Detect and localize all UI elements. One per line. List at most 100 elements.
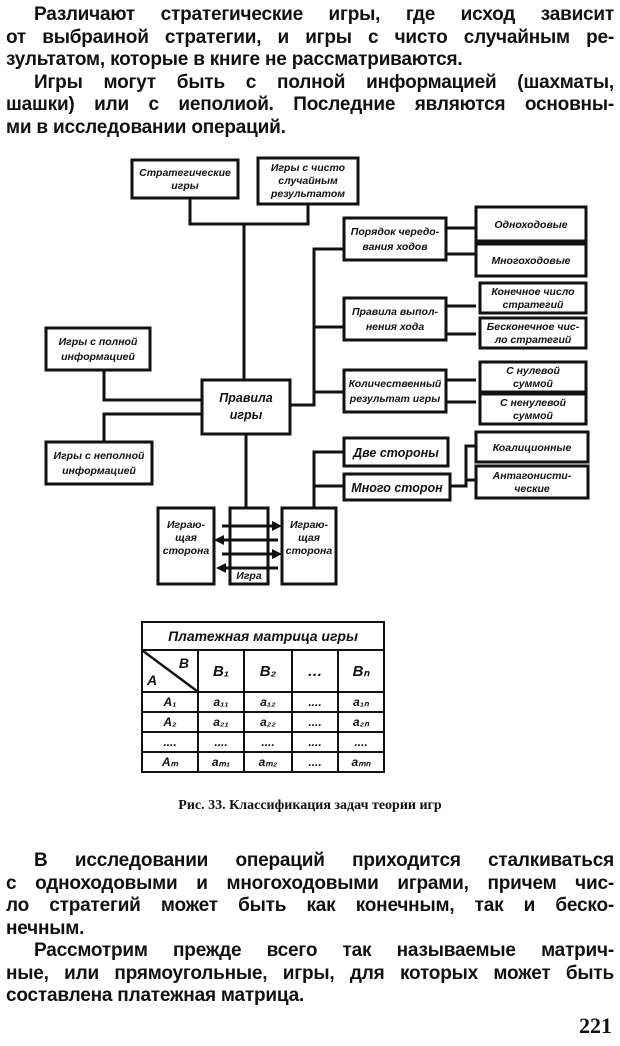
move-arrows bbox=[214, 521, 282, 573]
matrix-cell: a₂₂ bbox=[243, 711, 293, 733]
finite-strategies-box: Конечное число стратегий bbox=[478, 281, 588, 315]
table-row: A₁ a₁₁ a₁₂ .... a₁ₙ bbox=[141, 691, 385, 713]
box-label: Антагонисти- bbox=[492, 470, 572, 482]
box-label: Играю- bbox=[167, 519, 205, 531]
move-rules-box: Правила выпол- нения хода bbox=[342, 296, 448, 342]
box-label: Игры с неполной bbox=[54, 450, 146, 462]
text-line: ные, или прямоугольные, игры, для которы… bbox=[6, 962, 614, 984]
box-label: сторона bbox=[163, 545, 210, 557]
box-label: щая bbox=[298, 532, 320, 544]
box-label: ческие bbox=[514, 483, 550, 495]
matrix-cell: .... bbox=[291, 691, 339, 713]
antagonistic-box: Антагонисти- ческие bbox=[474, 464, 590, 500]
matrix-cell: .... bbox=[291, 711, 339, 733]
intro-text: Различают стратегические игры, где исход… bbox=[6, 4, 614, 139]
coalition-box: Коалиционные bbox=[474, 430, 590, 464]
box-label: Игра bbox=[236, 570, 262, 582]
text-line: ми в исследовании операций. bbox=[6, 116, 286, 138]
box-label: результатом bbox=[270, 188, 345, 200]
matrix-cell: a₂ₙ bbox=[337, 711, 385, 733]
corner-row-label: A bbox=[147, 672, 158, 688]
game-rules-box: Правила игры bbox=[200, 378, 292, 436]
box-label: Бесконечное чис- bbox=[487, 321, 580, 333]
box-label: результат игры bbox=[349, 393, 440, 405]
box-label: Играю- bbox=[290, 519, 328, 531]
box-label: информацией bbox=[61, 351, 135, 363]
corner-col-label: B bbox=[178, 655, 189, 671]
single-move-box: Одноходовые bbox=[474, 205, 588, 243]
page-number: 221 bbox=[579, 1013, 612, 1038]
text-line: Игры могут быть с полной информацией (ша… bbox=[34, 71, 614, 93]
player-left-box: Играю- щая сторона bbox=[156, 506, 216, 586]
box-label: Количественный bbox=[349, 378, 442, 390]
arrow-head-icon bbox=[272, 521, 282, 531]
column-header: … bbox=[291, 649, 339, 693]
matrix-cell: a₁ₙ bbox=[337, 691, 385, 713]
two-sides-box: Две стороны bbox=[342, 436, 450, 468]
box-label: Правила bbox=[219, 391, 273, 405]
text-line: нечным. bbox=[6, 917, 85, 939]
game-classification-diagram: Стратегические игры Игры с чисто случайн… bbox=[44, 156, 590, 586]
connector bbox=[102, 412, 202, 442]
box-label: суммой bbox=[513, 378, 553, 390]
many-sides-box: Много сторон bbox=[342, 472, 452, 502]
box-label: Игры с чисто bbox=[271, 162, 346, 174]
box-label: нения хода bbox=[366, 321, 425, 333]
text-line: от выбраиной стратегии, и игры с чисто с… bbox=[6, 26, 614, 48]
move-order-box: Порядок чередо- вания ходов bbox=[342, 216, 448, 262]
connector-lines bbox=[102, 198, 476, 508]
body-text: В исследовании операций приходится сталк… bbox=[6, 850, 614, 1008]
box-label: щая bbox=[175, 532, 197, 544]
box-label: стратегий bbox=[503, 299, 564, 311]
player-right-box: Играю- щая сторона bbox=[280, 506, 338, 586]
matrix-cell: a₁₁ bbox=[197, 691, 245, 713]
box-label: игры bbox=[230, 408, 263, 422]
matrix-cell: .... bbox=[291, 751, 339, 773]
strategic-games-box: Стратегические игры bbox=[130, 158, 240, 200]
figure-caption: Рис. 33. Классификация задач теории игр bbox=[178, 798, 442, 813]
box-label: Коалиционные bbox=[493, 442, 572, 454]
box-label: Правила выпол- bbox=[352, 306, 439, 318]
box-label: Одноходовые bbox=[494, 219, 567, 231]
matrix-cell: a₂₁ bbox=[197, 711, 245, 733]
payoff-matrix-title: Платежная матрица игры bbox=[141, 621, 385, 651]
row-header: Aₘ bbox=[141, 751, 199, 773]
box-label: игры bbox=[171, 180, 198, 192]
arrow-head-icon bbox=[216, 563, 226, 573]
quantitative-result-box: Количественный результат игры bbox=[342, 368, 448, 414]
connector bbox=[188, 198, 310, 226]
infinite-strategies-box: Бесконечное чис- ло стратегий bbox=[478, 316, 588, 350]
row-header: A₂ bbox=[141, 711, 199, 733]
table-row: A₂ a₂₁ a₂₂ .... a₂ₙ bbox=[141, 711, 385, 733]
box-label: Многоходовые bbox=[491, 255, 570, 267]
connector bbox=[450, 444, 476, 488]
game-box: Игра bbox=[228, 506, 270, 586]
box-label: Конечное число bbox=[491, 286, 575, 298]
matrix-cell: aₘₙ bbox=[337, 751, 385, 773]
matrix-cell: a₁₂ bbox=[243, 691, 293, 713]
box-label: Две стороны bbox=[352, 446, 439, 460]
text-line: В исследовании операций приходится сталк… bbox=[34, 850, 614, 871]
matrix-cell: aₘ₁ bbox=[197, 751, 245, 773]
payoff-matrix: Платежная матрица игры B A B₁ B₂ … Bₙ A₁… bbox=[141, 621, 385, 773]
zero-sum-box: С нулевой суммой bbox=[478, 360, 588, 394]
connector bbox=[102, 370, 202, 402]
arrow-head-icon bbox=[272, 549, 282, 559]
matrix-cell: .... bbox=[197, 731, 245, 753]
full-info-box: Игры с полной информацией bbox=[44, 326, 152, 372]
box-label: информацией bbox=[62, 465, 136, 477]
matrix-cell: .... bbox=[291, 731, 339, 753]
table-row: .... .... .... .... .... bbox=[141, 731, 385, 753]
diagonal-line bbox=[143, 651, 197, 691]
box-label: Порядок чередо- bbox=[351, 226, 440, 238]
matrix-cell: .... bbox=[243, 731, 293, 753]
connector bbox=[312, 450, 344, 508]
incomplete-info-box: Игры с неполной информацией bbox=[44, 440, 154, 486]
box-label: С ненулевой bbox=[500, 397, 567, 409]
box-label: случайным bbox=[278, 175, 338, 187]
box-label: Много сторон bbox=[351, 481, 443, 495]
text-line: зультатом, которые в книге не рассматрив… bbox=[6, 49, 463, 70]
nonzero-sum-box: С ненулевой суммой bbox=[478, 392, 588, 426]
box-label: сторона bbox=[286, 545, 333, 557]
column-header: Bₙ bbox=[337, 649, 385, 693]
